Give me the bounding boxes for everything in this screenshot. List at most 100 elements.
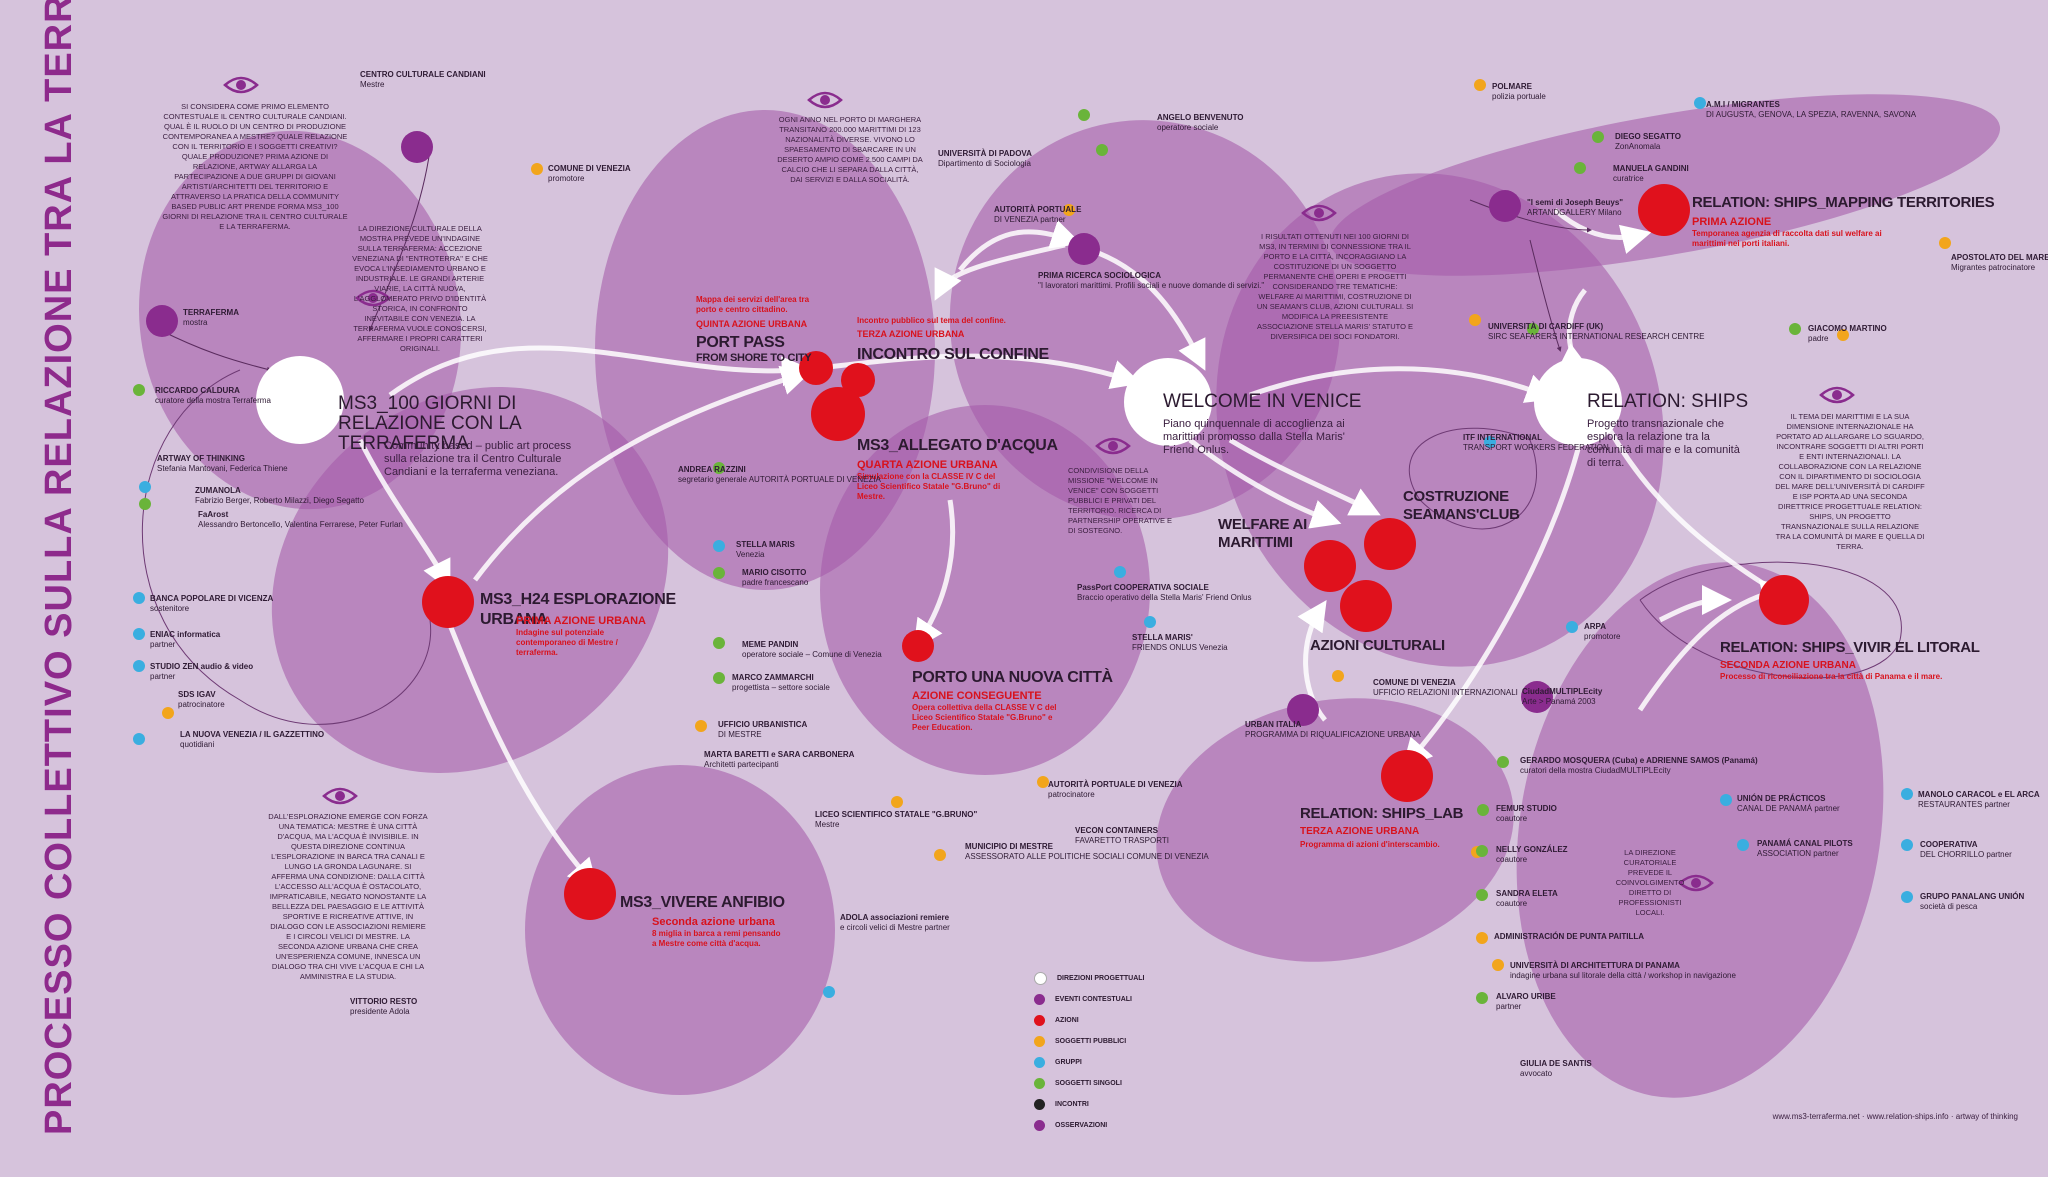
actor-dot-soggetti-pubblici [1476,932,1488,944]
actor-role: e circoli velici di Mestre partner [840,923,950,932]
actor-role: patrocinatore [178,700,225,709]
actor-name: POLMARE [1492,82,1532,91]
flow-arrow [1188,438,1342,529]
actor-dot-soggetti-singoli [713,567,725,579]
actor-dot-soggetti-singoli [1477,804,1489,816]
legend-item: DIREZIONI PROGETTUALI [1034,971,1145,985]
actor-dot-soggetti-singoli [1497,756,1509,768]
action-node-lab [1381,750,1433,802]
actor-dot-soggetti-singoli [1078,109,1090,121]
node-vivere-sub1: Seconda azione urbana [652,916,775,928]
actor-name: MUNICIPIO DI MESTRE [965,842,1054,851]
actor-name: NELLY GONZÁLEZ [1496,845,1568,854]
actor-role: operatore sociale [1157,123,1219,132]
actor-name: GIULIA DE SANTIS [1520,1059,1592,1068]
actor-name: COMUNE DI VENEZIA [1373,678,1456,687]
footer-links[interactable]: www.ms3-terraferma.net · www.relation-sh… [1772,1112,2018,1121]
legend-swatch [1034,1056,1045,1068]
observation-icons [223,76,1855,892]
event-node [401,131,433,163]
actor-role: partner [1496,1002,1522,1011]
actor-name: SDS IGAV [178,690,216,699]
actor-role: DI AUGUSTA, GENOVA, LA SPEZIA, RAVENNA, … [1706,110,1917,119]
actor-role: Stefania Mantovani, Federica Thiene [157,464,288,473]
observation-eye-icon [807,91,843,109]
actor-name: DIEGO SEGATTO [1615,132,1681,141]
actor-name: MARIO CISOTTO [742,568,807,577]
flow-arrow [447,624,598,890]
actor-role: indagine urbana sul litorale della città… [1510,971,1736,980]
node-litoral-sub1: SECONDA AZIONE URBANA [1720,660,1856,671]
legend-item: GRUPPI [1034,1056,1082,1068]
node-vivere-title: MS3_VIVERE ANFIBIO [620,894,785,911]
node-vivere-sub2: 8 miglia in barca a remi pensando a Mest… [652,929,781,948]
actor-dot-soggetti-pubblici [162,707,174,719]
outline-loop [1408,427,1537,530]
actor-role: società di pesca [1920,902,1978,911]
actor-role: padre [1808,334,1829,343]
actor-label-mosquera: GERARDO MOSQUERA (Cuba) e ADRIENNE SAMOS… [1520,756,1758,776]
actor-name: ADMINISTRACIÓN DE PUNTA PAITILLA [1494,932,1645,941]
flow-arrow [1089,247,1206,371]
node-welfare-title: WELFARE AI MARITTIMI [1218,516,1307,551]
legend-item: SOGGETTI SINGOLI [1034,1077,1122,1089]
actor-role: ARTANDGALLERY Milano [1527,208,1622,217]
actor-name: PANAMÁ CANAL PILOTS [1757,839,1853,848]
node-h24-sub2: Indagine sul potenziale contemporaneo di… [516,628,618,657]
flow-arrow [934,242,1066,301]
event-node [1521,681,1553,713]
node-port-pass-title: PORT PASS [696,334,785,351]
actor-name: LICEO SCIENTIFICO STATALE "G.BRUNO" [815,810,978,819]
node-incontro-sub1: Incontro pubblico sul tema del confine. [857,316,1006,325]
flow-arrow [473,365,812,582]
actor-role: FAVARETTO TRASPORTI [1075,836,1169,845]
flow-arrow [357,438,451,591]
actor-name: UNIVERSITÀ DI PADOVA [938,149,1032,158]
actor-role: PROGRAMMA DI RIQUALIFICAZIONE URBANA [1245,730,1421,739]
actor-role: patrocinatore [1048,790,1095,799]
actor-dot-soggetti-singoli [1476,845,1488,857]
node-lab-title: RELATION: SHIPS_LAB [1300,805,1464,822]
node-ms3-100-title: MS3_100 GIORNI DI RELAZIONE CON LA TERRA… [338,393,521,454]
actor-role: Venezia [736,550,765,559]
actor-name: APOSTOLATO DEL MARE [1951,253,2048,262]
action-node-litoral [1759,575,1809,625]
node-lab-sub1: TERZA AZIONE URBANA [1300,826,1420,837]
actor-role: quotidiani [180,740,215,749]
actor-role: sostenitore [150,604,190,613]
actor-dot-soggetti-singoli [1789,323,1801,335]
actor-name: VECON CONTAINERS [1075,826,1158,835]
node-lab-sub2: Programma di azioni d'interscambio. [1300,840,1440,849]
action-node-allegato [811,387,865,441]
actor-name: MANOLO CARACOL e EL ARCA [1918,790,2040,799]
actor-dot-soggetti-pubblici [891,796,903,808]
actor-dot-gruppi [1144,616,1156,628]
actor-role: curatrice [1613,174,1644,183]
node-h24-title: MS3_H24 ESPLORAZIONE URBANA [480,591,676,628]
observation-eye-icon [1819,386,1855,404]
connector-thin [1469,199,1592,233]
actor-dot-gruppi [133,628,145,640]
actor-role: operatore sociale – Comune di Venezia [742,650,882,659]
legend-label: INCONTRI [1055,1100,1089,1108]
node-incontro-title: INCONTRO SUL CONFINE [857,346,1049,363]
actor-role: mostra [183,318,208,327]
actor-name: COOPERATIVA [1920,840,1978,849]
actor-dot-gruppi [1694,97,1706,109]
node-club-title: COSTRUZIONE SEAMANS'CLUB [1403,488,1520,523]
actor-dot-soggetti-pubblici [1474,79,1486,91]
